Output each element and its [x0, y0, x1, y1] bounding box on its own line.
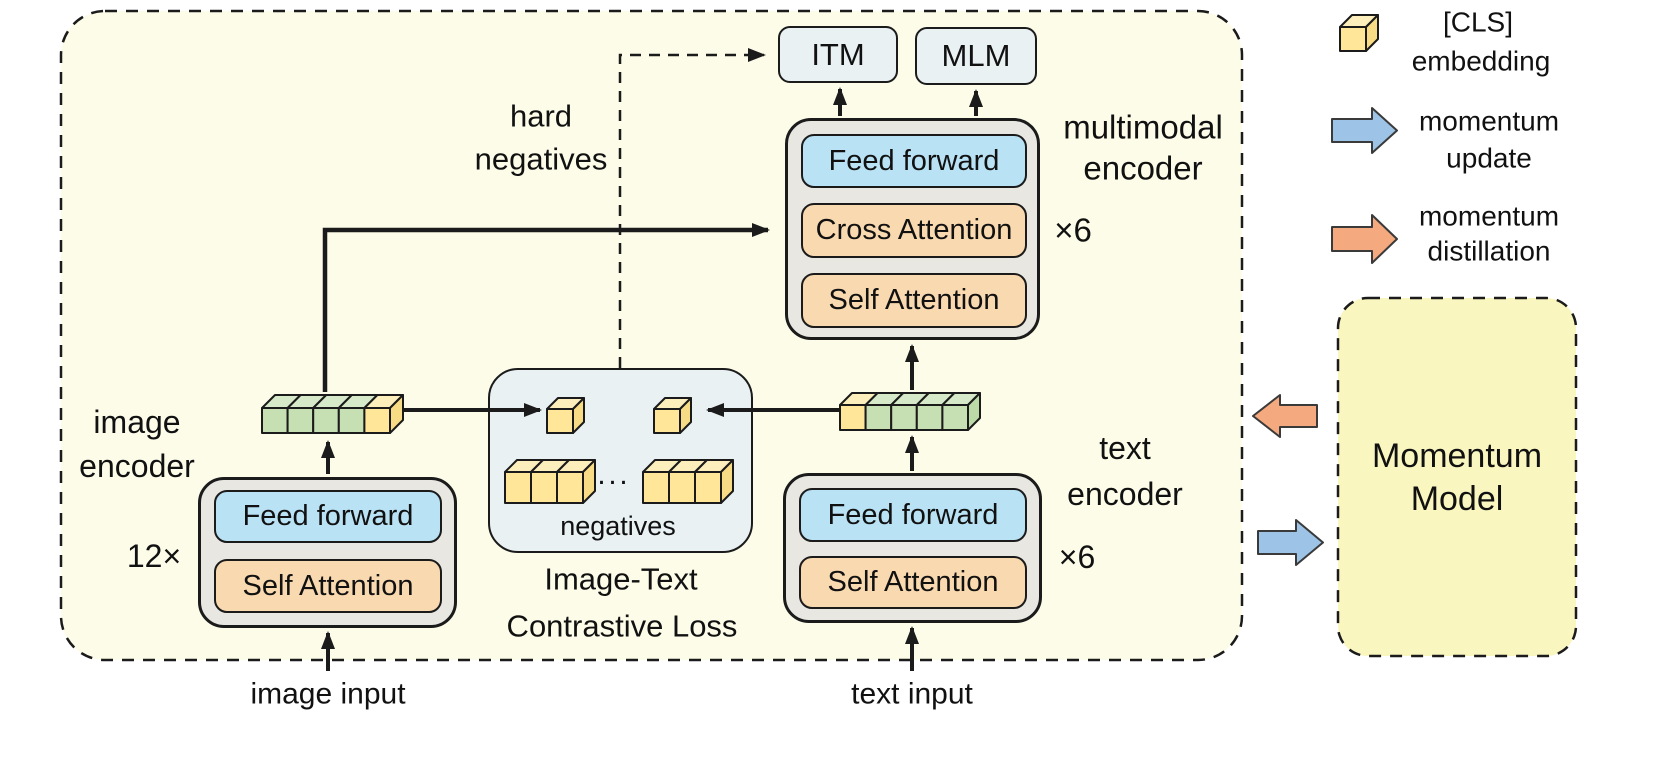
negatives-ellipsis: ···	[596, 464, 630, 498]
negatives-label: negatives	[560, 510, 676, 541]
text-encoder-box: Feed forward Self Attention	[783, 473, 1042, 623]
momentum-model-label-line1: Momentum	[1371, 437, 1543, 476]
image-self-attention-layer: Self Attention	[214, 559, 442, 613]
multimodal-encoder-label-line1: multimodal	[1063, 108, 1223, 146]
hard-negatives-label-line1: hard	[509, 98, 573, 134]
image-input-label: image input	[250, 677, 406, 711]
momentum-model-box	[1336, 296, 1578, 658]
multimodal-self-attention-layer: Self Attention	[801, 273, 1027, 328]
multimodal-encoder-box: Feed forward Cross Attention Self Attent…	[785, 118, 1040, 340]
image-feed-forward-layer: Feed forward	[214, 490, 442, 543]
text-input-label: text input	[851, 677, 973, 711]
image-encoder-label-line1: image	[93, 404, 181, 441]
text-encoder-label-line1: text	[1099, 430, 1151, 467]
text-self-attention-layer: Self Attention	[799, 556, 1027, 609]
multimodal-encoder-label-line2: encoder	[1083, 149, 1203, 187]
image-encoder-label-line2: encoder	[79, 448, 195, 485]
text-encoder-multiplier: ×6	[1058, 539, 1096, 576]
momentum-update-legend-line1: momentum	[1418, 105, 1560, 137]
hard-negatives-label-line2: negatives	[474, 141, 608, 177]
itm-head-box: ITM	[778, 26, 898, 83]
cls-embedding-legend-line2: embedding	[1411, 45, 1551, 77]
multimodal-feed-forward-layer: Feed forward	[801, 134, 1027, 188]
momentum-distillation-legend-line2: distillation	[1427, 235, 1551, 267]
momentum-distillation-legend-line1: momentum	[1418, 200, 1560, 232]
momentum-update-legend-line2: update	[1446, 142, 1532, 174]
mlm-head-box: MLM	[915, 27, 1037, 85]
text-encoder-label-line2: encoder	[1067, 476, 1183, 513]
cls-embedding-legend-line1: [CLS]	[1442, 6, 1514, 38]
image-encoder-box: Feed forward Self Attention	[198, 477, 457, 628]
contrastive-loss-caption-line1: Image-Text	[544, 561, 698, 597]
multimodal-cross-attention-layer: Cross Attention	[801, 203, 1027, 258]
contrastive-loss-caption-line2: Contrastive Loss	[506, 608, 738, 644]
text-feed-forward-layer: Feed forward	[799, 488, 1027, 542]
momentum-model-label-line2: Model	[1410, 480, 1504, 519]
image-encoder-multiplier: 12×	[126, 538, 182, 575]
multimodal-encoder-multiplier: ×6	[1054, 211, 1092, 249]
